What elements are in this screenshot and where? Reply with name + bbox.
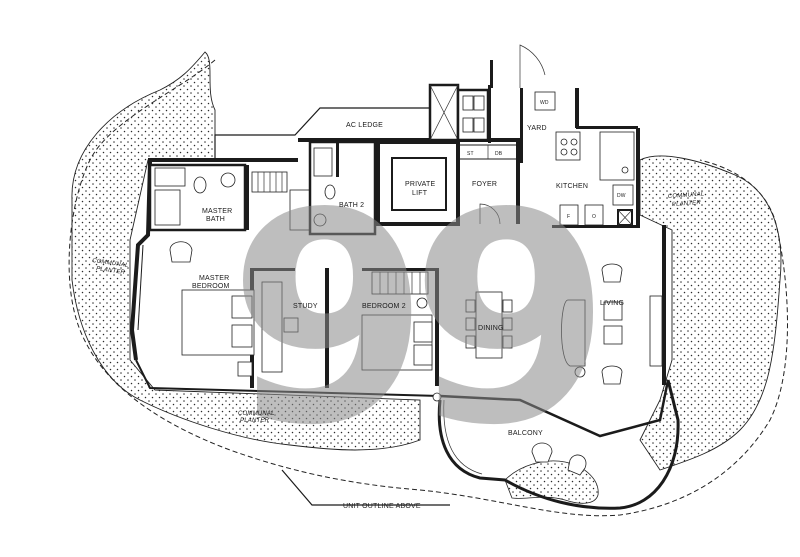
label-planter-right-2: PLANTER	[672, 200, 702, 208]
label-living: LIVING	[600, 300, 624, 307]
label-master-bedroom-1: MASTER	[199, 275, 229, 282]
furniture	[169, 241, 663, 476]
label-o: O	[592, 214, 596, 220]
label-balcony: BALCONY	[508, 430, 543, 437]
label-dining: DINING	[478, 325, 504, 332]
label-ac-ledge: AC LEDGE	[346, 122, 383, 129]
label-bedroom-2: BEDROOM 2	[362, 303, 406, 310]
label-foyer: FOYER	[472, 181, 497, 188]
label-planter-left-2: PLANTER	[96, 266, 126, 276]
private-lift-core	[376, 140, 520, 226]
label-private-lift-1: PRIVATE	[405, 181, 435, 188]
annotation-leader-line	[281, 469, 450, 506]
label-master-bath-2: BATH	[206, 216, 225, 223]
label-planter-right-1: COMMUNAL	[668, 191, 705, 200]
label-master-bedroom-2: BEDROOM	[192, 283, 230, 290]
label-master-bath-1: MASTER	[202, 208, 232, 215]
label-planter-left-1: COMMUNAL	[92, 258, 129, 269]
unit-outline-above	[68, 59, 788, 517]
label-private-lift-2: LIFT	[412, 190, 428, 197]
label-planter-bottom-1: COMMUNAL	[238, 411, 275, 417]
communal-planter-right	[639, 155, 782, 471]
service-core	[428, 44, 579, 143]
bathrooms	[148, 140, 377, 236]
label-f: F	[567, 214, 570, 220]
label-unit-outline-above: UNIT OUTLINE ABOVE	[343, 503, 421, 510]
label-st: ST	[467, 151, 474, 157]
label-study: STUDY	[293, 303, 318, 310]
kitchen	[552, 131, 637, 228]
label-bath-2: BATH 2	[339, 202, 364, 209]
label-kitchen: KITCHEN	[556, 183, 588, 190]
label-wd: WD	[540, 100, 549, 106]
label-dw: DW	[617, 193, 626, 199]
label-planter-bottom-2: PLANTER	[240, 418, 270, 424]
label-db: DB	[495, 151, 503, 157]
watermark-logo: 99	[228, 152, 596, 489]
label-yard: YARD	[527, 125, 547, 132]
balcony-outline	[437, 379, 680, 510]
balcony-drain-icon	[432, 392, 442, 402]
communal-planter-left	[71, 51, 421, 451]
